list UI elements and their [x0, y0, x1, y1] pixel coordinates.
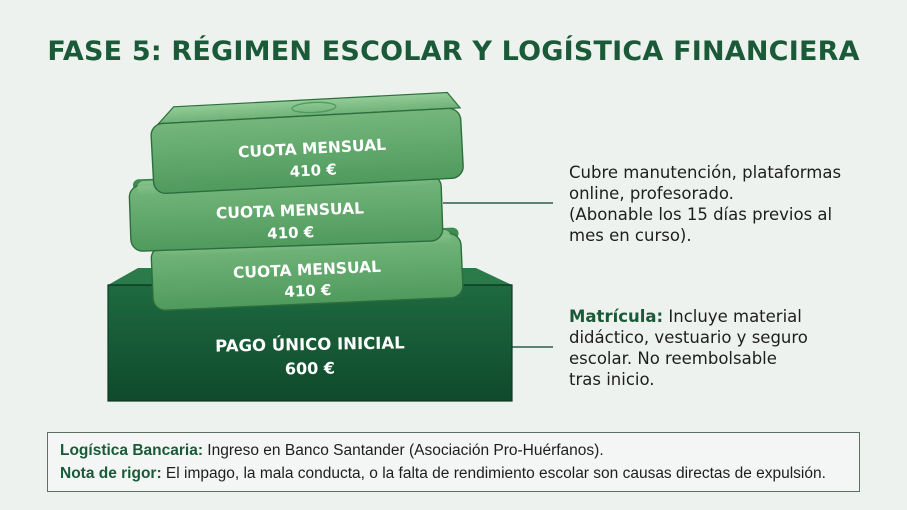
- bill-middle-label: CUOTA MENSUAL: [216, 199, 365, 222]
- base-amount: 600 €: [285, 359, 335, 379]
- base-label: PAGO ÚNICO INICIAL: [215, 333, 405, 355]
- bill-middle-amount: 410 €: [267, 223, 315, 243]
- banking-label: Logística Bancaria:: [60, 442, 203, 459]
- monthly-desc-line-3: (Abonable los 15 días previos al: [569, 205, 833, 224]
- enrollment-label: Matrícula:: [569, 307, 664, 326]
- footer-note-box: Logística Bancaria: Ingreso en Banco San…: [47, 432, 860, 492]
- bill-bottom-amount: 410 €: [284, 281, 332, 301]
- bill-top-amount: 410 €: [289, 160, 337, 180]
- monthly-fee-description: Cubre manutención, plataformas online, p…: [569, 162, 841, 246]
- enrollment-line-4: tras inicio.: [569, 370, 655, 389]
- banking-text: Ingreso en Banco Santander (Asociación P…: [203, 442, 604, 459]
- rigor-row: Nota de rigor: El impago, la mala conduc…: [60, 462, 847, 485]
- page-title: FASE 5: RÉGIMEN ESCOLAR Y LOGÍSTICA FINA…: [47, 36, 860, 67]
- monthly-desc-line-1: Cubre manutención, plataformas: [569, 163, 842, 182]
- enrollment-line-2: didáctico, vestuario y seguro: [569, 328, 808, 347]
- monthly-desc-line-4: mes en curso).: [569, 226, 692, 245]
- enrollment-description: Matrícula: Incluye material didáctico, v…: [569, 306, 808, 390]
- banking-row: Logística Bancaria: Ingreso en Banco San…: [60, 439, 847, 462]
- enrollment-line-3: escolar. No reembolsable: [569, 349, 777, 368]
- monthly-desc-line-2: online, profesorado.: [569, 184, 734, 203]
- rigor-text: El impago, la mala conducta, o la falta …: [161, 465, 826, 482]
- enrollment-first-line: Incluye material: [663, 307, 802, 326]
- bill-block-top: CUOTA MENSUAL 410 €: [150, 91, 464, 195]
- rigor-label: Nota de rigor:: [60, 465, 162, 482]
